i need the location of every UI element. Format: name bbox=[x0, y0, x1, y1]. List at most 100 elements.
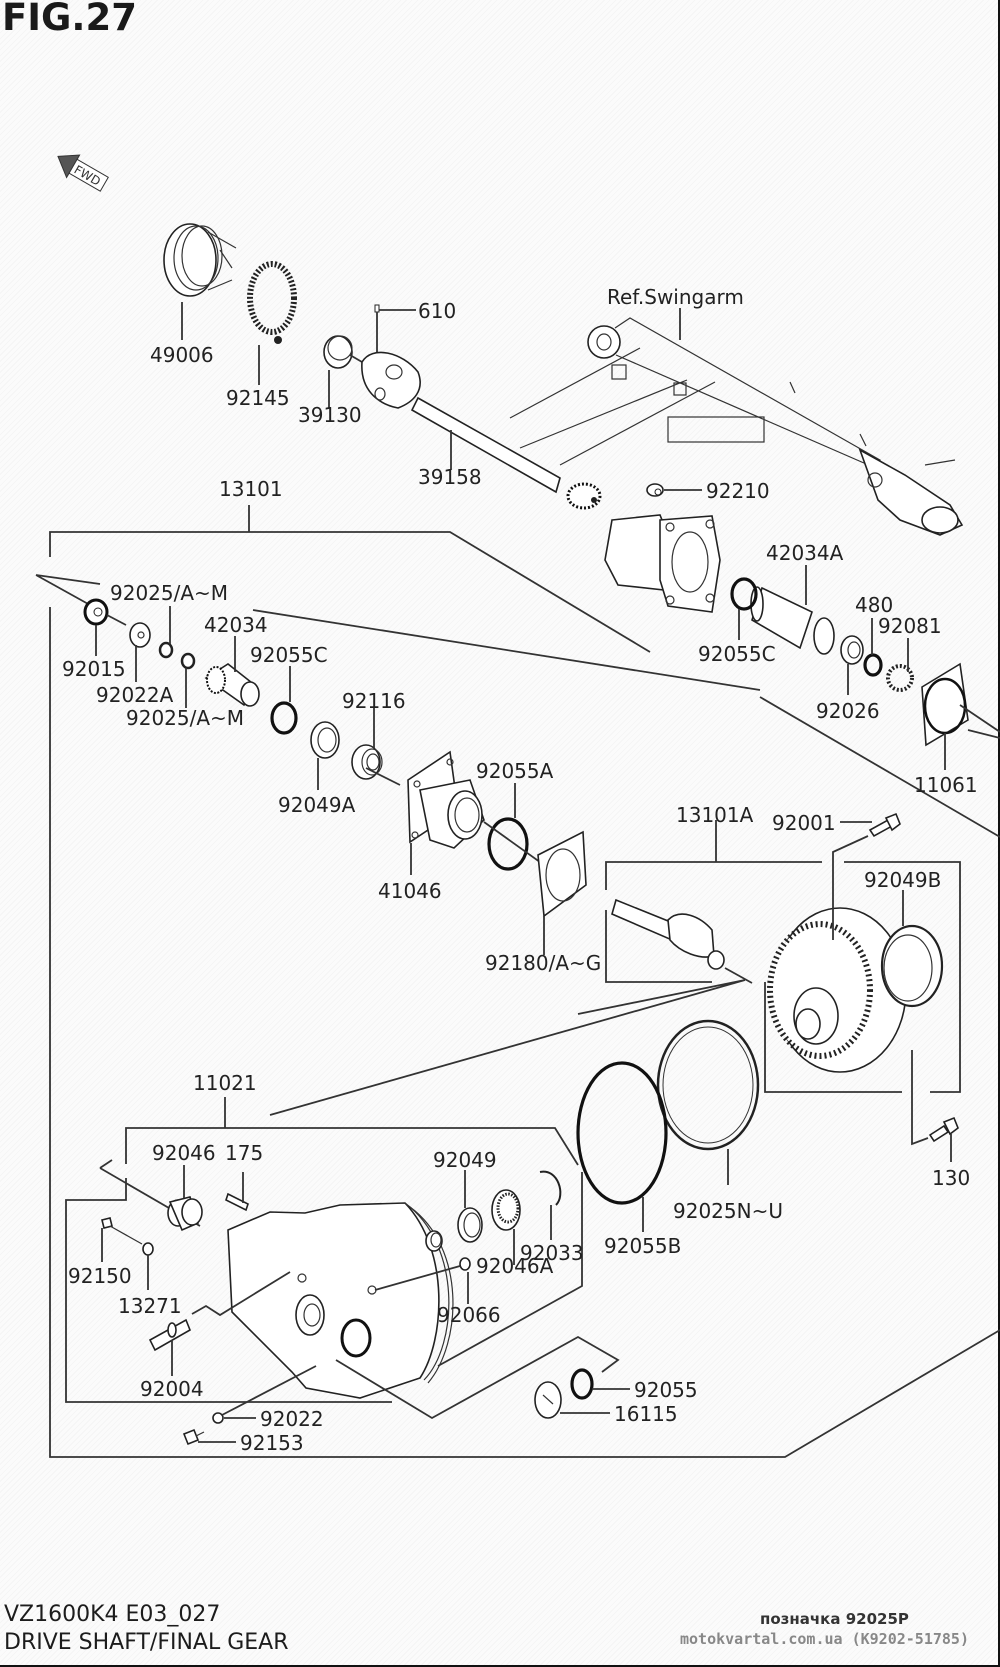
part-92046-bearing[interactable] bbox=[167, 1196, 203, 1232]
label-42034[interactable]: 42034 bbox=[204, 613, 268, 637]
label-92004[interactable]: 92004 bbox=[140, 1377, 204, 1401]
part-42034-coupling[interactable] bbox=[204, 663, 260, 707]
part-92153-bolt[interactable] bbox=[182, 1428, 205, 1446]
part-13271-washer[interactable] bbox=[142, 1242, 154, 1256]
part-92145-clamp[interactable] bbox=[247, 261, 297, 344]
part-92001-bolt[interactable] bbox=[868, 812, 901, 838]
label-13271[interactable]: 13271 bbox=[118, 1294, 182, 1318]
bracket-oil-plug bbox=[335, 1335, 620, 1420]
part-13101a-ring-gear[interactable] bbox=[767, 907, 907, 1073]
label-175[interactable]: 175 bbox=[225, 1141, 263, 1165]
label-13101[interactable]: 13101 bbox=[219, 477, 283, 501]
part-39158-drive-shaft[interactable] bbox=[361, 351, 602, 510]
part-92022-washer[interactable] bbox=[212, 1412, 224, 1424]
part-92150-bolt[interactable] bbox=[101, 1217, 143, 1245]
part-92049b-oil-seal[interactable] bbox=[880, 924, 944, 1008]
part-92055c-oring-right[interactable] bbox=[730, 577, 758, 611]
label-92022a[interactable]: 92022A bbox=[96, 683, 174, 707]
bracket-13101-arrow bbox=[35, 574, 101, 606]
leader-92022-pointer bbox=[221, 1365, 317, 1416]
part-39130-ring[interactable] bbox=[323, 335, 353, 369]
axis-line bbox=[365, 767, 753, 984]
label-92153[interactable]: 92153 bbox=[240, 1431, 304, 1455]
part-92049-seal[interactable] bbox=[457, 1207, 483, 1243]
part-92055c-oring-left[interactable] bbox=[270, 701, 298, 735]
part-final-drive-joint-housing[interactable] bbox=[604, 514, 721, 613]
part-130-bolt[interactable] bbox=[928, 1116, 959, 1143]
part-92180-shim[interactable] bbox=[537, 830, 587, 918]
bracket-11021-left bbox=[65, 1178, 392, 1403]
label-92055c-left[interactable]: 92055C bbox=[250, 643, 328, 667]
label-480[interactable]: 480 bbox=[855, 593, 893, 617]
label-92145[interactable]: 92145 bbox=[226, 386, 290, 410]
label-92001[interactable]: 92001 bbox=[772, 811, 836, 835]
part-needle-bearing[interactable] bbox=[491, 1189, 521, 1231]
label-ref-swingarm[interactable]: Ref.Swingarm bbox=[607, 285, 744, 309]
part-92210-bolt[interactable] bbox=[646, 483, 664, 497]
part-92033-circlip[interactable] bbox=[539, 1170, 562, 1206]
label-42034a[interactable]: 42034A bbox=[766, 541, 844, 565]
bracket-13101a-left bbox=[605, 910, 712, 983]
label-16115[interactable]: 16115 bbox=[614, 1402, 678, 1426]
label-92049b[interactable]: 92049B bbox=[864, 868, 941, 892]
part-92022a-washer[interactable] bbox=[129, 622, 151, 648]
label-92150[interactable]: 92150 bbox=[68, 1264, 132, 1288]
label-92046a[interactable]: 92046A bbox=[476, 1254, 554, 1278]
part-92025-shim-2[interactable] bbox=[180, 652, 196, 670]
bracket-13101-right bbox=[759, 696, 1000, 838]
label-92066[interactable]: 92066 bbox=[437, 1303, 501, 1327]
label-13101a[interactable]: 13101A bbox=[676, 803, 754, 827]
label-49006[interactable]: 49006 bbox=[150, 343, 214, 367]
part-42034a-tube[interactable] bbox=[750, 586, 835, 655]
label-92055b[interactable]: 92055B bbox=[604, 1234, 681, 1258]
label-92055a[interactable]: 92055A bbox=[476, 759, 554, 783]
label-92055[interactable]: 92055 bbox=[634, 1378, 698, 1402]
part-92025nu-shim[interactable] bbox=[656, 1019, 760, 1151]
part-480-circlip[interactable] bbox=[863, 653, 883, 677]
part-92015-nut[interactable] bbox=[83, 598, 109, 626]
label-92049a[interactable]: 92049A bbox=[278, 793, 356, 817]
label-41046[interactable]: 41046 bbox=[378, 879, 442, 903]
label-92033[interactable]: 92033 bbox=[520, 1241, 584, 1265]
label-92022[interactable]: 92022 bbox=[260, 1407, 324, 1431]
part-92055b-oring[interactable] bbox=[576, 1061, 668, 1205]
label-92055c-right[interactable]: 92055C bbox=[698, 642, 776, 666]
part-13101a-drive-pinion[interactable] bbox=[611, 898, 725, 970]
part-92055-oring[interactable] bbox=[570, 1368, 594, 1400]
part-11061-gasket[interactable] bbox=[921, 662, 969, 747]
part-92046a-sleeve[interactable] bbox=[425, 1230, 443, 1252]
diagram-description: DRIVE SHAFT/FINAL GEAR bbox=[4, 1630, 289, 1655]
part-41046-bearing-housing[interactable] bbox=[407, 750, 485, 849]
part-92049a-oil-seal[interactable] bbox=[310, 721, 340, 759]
part-610-nipple[interactable] bbox=[374, 304, 380, 313]
label-92116[interactable]: 92116 bbox=[342, 689, 406, 713]
part-92025-shim-1[interactable] bbox=[158, 641, 174, 659]
label-610[interactable]: 610 bbox=[418, 299, 456, 323]
part-49006-boot[interactable] bbox=[163, 223, 237, 297]
label-92026[interactable]: 92026 bbox=[816, 699, 880, 723]
bracket-13101a bbox=[605, 861, 822, 890]
label-92180ag[interactable]: 92180/A~G bbox=[485, 951, 601, 975]
part-92026-washer[interactable] bbox=[840, 635, 864, 665]
label-92025am-top[interactable]: 92025/A~M bbox=[110, 581, 228, 605]
label-11021[interactable]: 11021 bbox=[193, 1071, 257, 1095]
label-39158[interactable]: 39158 bbox=[418, 465, 482, 489]
label-130[interactable]: 130 bbox=[932, 1166, 970, 1190]
label-39130[interactable]: 39130 bbox=[298, 403, 362, 427]
part-92004-stud[interactable] bbox=[148, 1318, 192, 1352]
label-92210[interactable]: 92210 bbox=[706, 479, 770, 503]
part-16115-oil-plug[interactable] bbox=[534, 1381, 562, 1419]
part-92066-plug[interactable] bbox=[459, 1257, 471, 1271]
label-92046[interactable]: 92046 bbox=[152, 1141, 216, 1165]
part-11021-final-gear-case[interactable] bbox=[227, 1202, 454, 1399]
label-92081[interactable]: 92081 bbox=[878, 614, 942, 638]
part-92081-spring[interactable] bbox=[886, 664, 914, 692]
label-11061[interactable]: 11061 bbox=[914, 773, 978, 797]
label-92025nu[interactable]: 92025N~U bbox=[673, 1199, 783, 1223]
part-175-stud[interactable] bbox=[225, 1192, 249, 1212]
label-92015[interactable]: 92015 bbox=[62, 657, 126, 681]
bracket-13101 bbox=[49, 531, 651, 653]
label-92025am-bot[interactable]: 92025/A~M bbox=[126, 706, 244, 730]
part-92055a-oring[interactable] bbox=[487, 817, 529, 871]
label-92049[interactable]: 92049 bbox=[433, 1148, 497, 1172]
